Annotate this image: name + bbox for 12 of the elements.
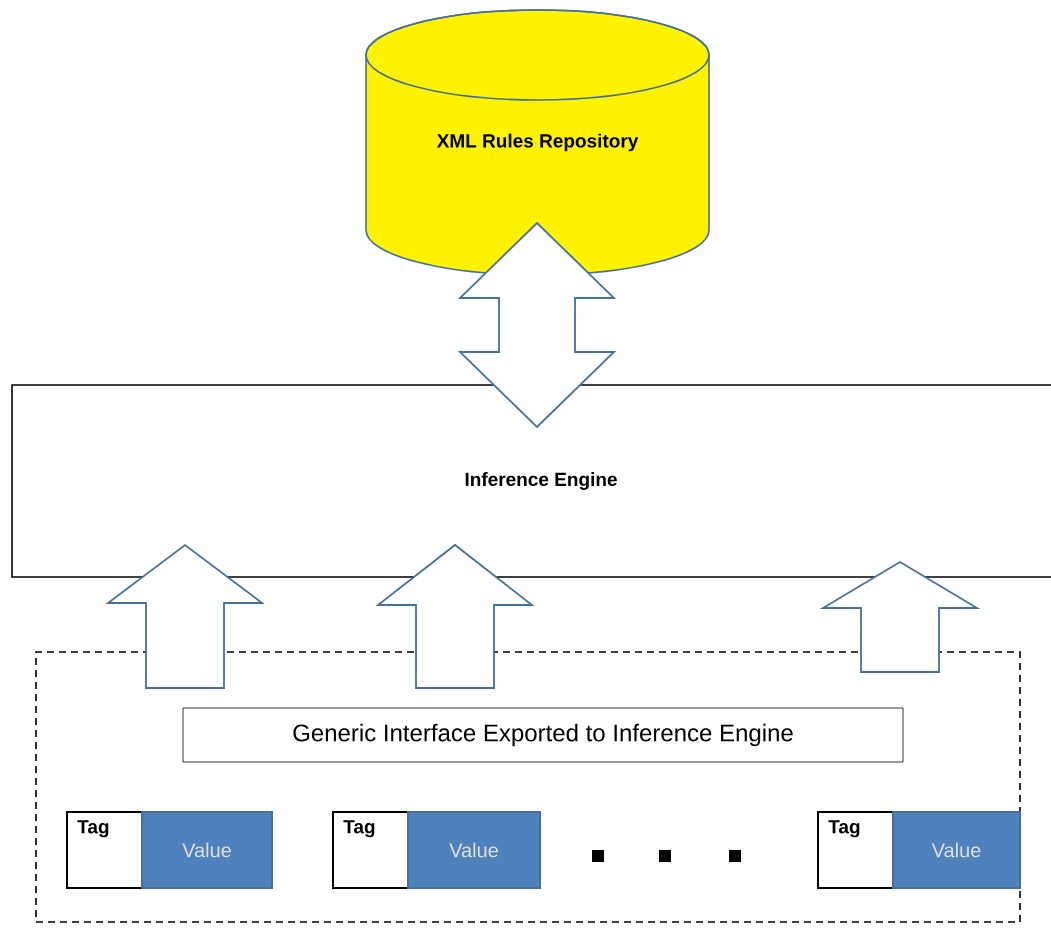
block-arrow (375, 543, 535, 689)
value-box: Value (892, 811, 1021, 889)
tag-box: Tag (66, 811, 143, 889)
interface-box: Generic Interface Exported to Inference Engine (182, 707, 904, 763)
value-box: Value (141, 811, 273, 889)
block-arrow (457, 221, 617, 429)
tag-box: Tag (817, 811, 894, 889)
database-cylinder: XML Rules Repository (365, 9, 710, 276)
block-arrow (105, 543, 265, 689)
value-box: Value (407, 811, 541, 889)
block-arrow (819, 560, 981, 673)
tag-box: Tag (332, 811, 409, 889)
